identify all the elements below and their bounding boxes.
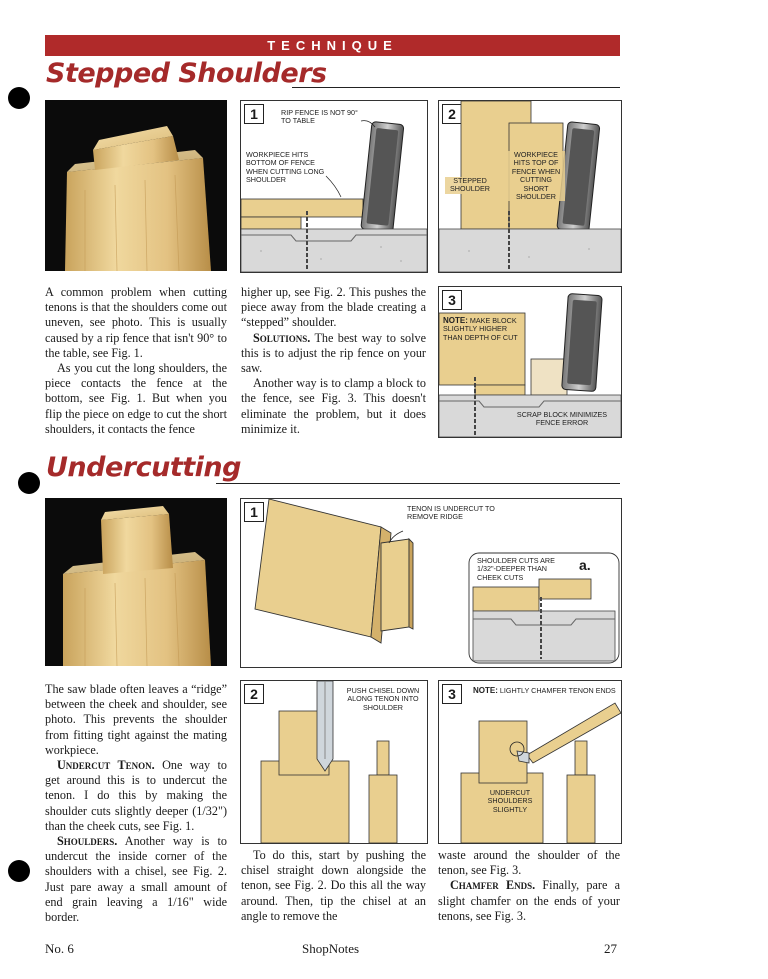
section-title-undercutting: Undercutting [46, 452, 241, 483]
paragraph: A common problem when cutting tenons is … [45, 285, 227, 360]
footer-magazine: ShopNotes [302, 941, 360, 956]
text-column-2: higher up, see Fig. 2. This pushes the p… [241, 285, 426, 437]
tenon-photo-undercut [45, 498, 227, 666]
run-in-heading-solutions: Solutions. [253, 330, 311, 345]
caption-shoulder-cuts: Shoulder cuts are 1/32"-deeper than chee… [477, 556, 555, 582]
section-banner: TECHNIQUE [45, 35, 620, 56]
detail-letter: a. [579, 557, 591, 573]
section-title-stepped-shoulders: Stepped Shoulders [46, 58, 327, 89]
run-in-heading-shoulders: Shoulders. [57, 834, 118, 849]
caption-rip-fence: Rip fence is not 90° to table [281, 108, 358, 126]
figure-number: 3 [442, 684, 462, 704]
text-column-1-undercutting: The saw blade often leaves a “ridge” bet… [45, 682, 227, 925]
caption-stepped-shoulder: Stepped shoulder [445, 176, 495, 194]
text-column-3-undercutting: waste around the shoulder of the tenon, … [438, 848, 620, 924]
figure-1-undercut-tenon: 1 Tenon is undercut to remove ridge a. S… [240, 498, 622, 668]
figure-2-fence-top: 2 Workpiece hits top of fence when cutti… [438, 100, 622, 273]
caption-workpiece-bottom: Workpiece hits bottom of fence when cutt… [246, 150, 325, 185]
paragraph: waste around the shoulder of the tenon, … [438, 848, 620, 878]
caption-note-block: Note: Make block slightly higher than de… [443, 316, 518, 342]
heading-rule [216, 483, 620, 484]
bullet-marker [8, 87, 30, 109]
footer-issue: No. 6 [45, 941, 74, 956]
bullet-marker [18, 472, 40, 494]
figure-number: 1 [244, 502, 264, 522]
tenon-photo-stepped [45, 100, 227, 271]
figure-number: 1 [244, 104, 264, 124]
bullet-marker [8, 860, 30, 882]
paragraph: To do this, start by pushing the chisel … [241, 848, 426, 923]
paragraph: Solutions. The best way to solve this is… [241, 330, 426, 376]
paragraph: Undercut Tenon. One way to get around th… [45, 758, 228, 833]
paragraph: Another way is to clamp a block to the f… [241, 376, 426, 436]
figure-number: 3 [442, 290, 462, 310]
paragraph: Shoulders. Another way is to undercut th… [45, 834, 227, 925]
figure-3-chamfer: 3 Note: Lightly chamfer tenon ends Under… [438, 680, 622, 844]
text-column-2-undercutting: To do this, start by pushing the chisel … [241, 848, 426, 924]
caption-tenon-undercut: Tenon is undercut to remove ridge [407, 504, 495, 522]
caption-workpiece-top: Workpiece hits top of fence when cutting… [507, 150, 565, 202]
run-in-heading-undercut-tenon: Undercut Tenon. [57, 758, 155, 773]
caption-undercut-shoulders: Undercut shoulders slightly [487, 788, 533, 814]
figure-1-fence-bottom: 1 Rip fence is not 90° to table Workpiec… [240, 100, 428, 273]
caption-note-chamfer: Note: Lightly chamfer tenon ends [473, 686, 616, 695]
text-column-1: A common problem when cutting tenons is … [45, 285, 227, 437]
run-in-heading-chamfer-ends: Chamfer Ends. [450, 878, 536, 893]
paragraph: The saw blade often leaves a “ridge” bet… [45, 682, 227, 757]
figure-2-push-chisel: 2 Push chisel down along tenon into shou… [240, 680, 428, 844]
figure-number: 2 [244, 684, 264, 704]
caption-push-chisel: Push chisel down along tenon into should… [346, 686, 420, 712]
caption-scrap-block: Scrap block minimizes fence error [516, 410, 608, 428]
paragraph: As you cut the long shoulders, the piece… [45, 361, 227, 436]
figure-3-scrap-block: 3 Note: Make block slightly higher than … [438, 286, 622, 438]
paragraph: higher up, see Fig. 2. This pushes the p… [241, 285, 426, 330]
footer-page-number: 27 [604, 941, 617, 956]
paragraph: Chamfer Ends. Finally, pare a slight cha… [438, 878, 620, 923]
heading-rule [292, 87, 620, 88]
